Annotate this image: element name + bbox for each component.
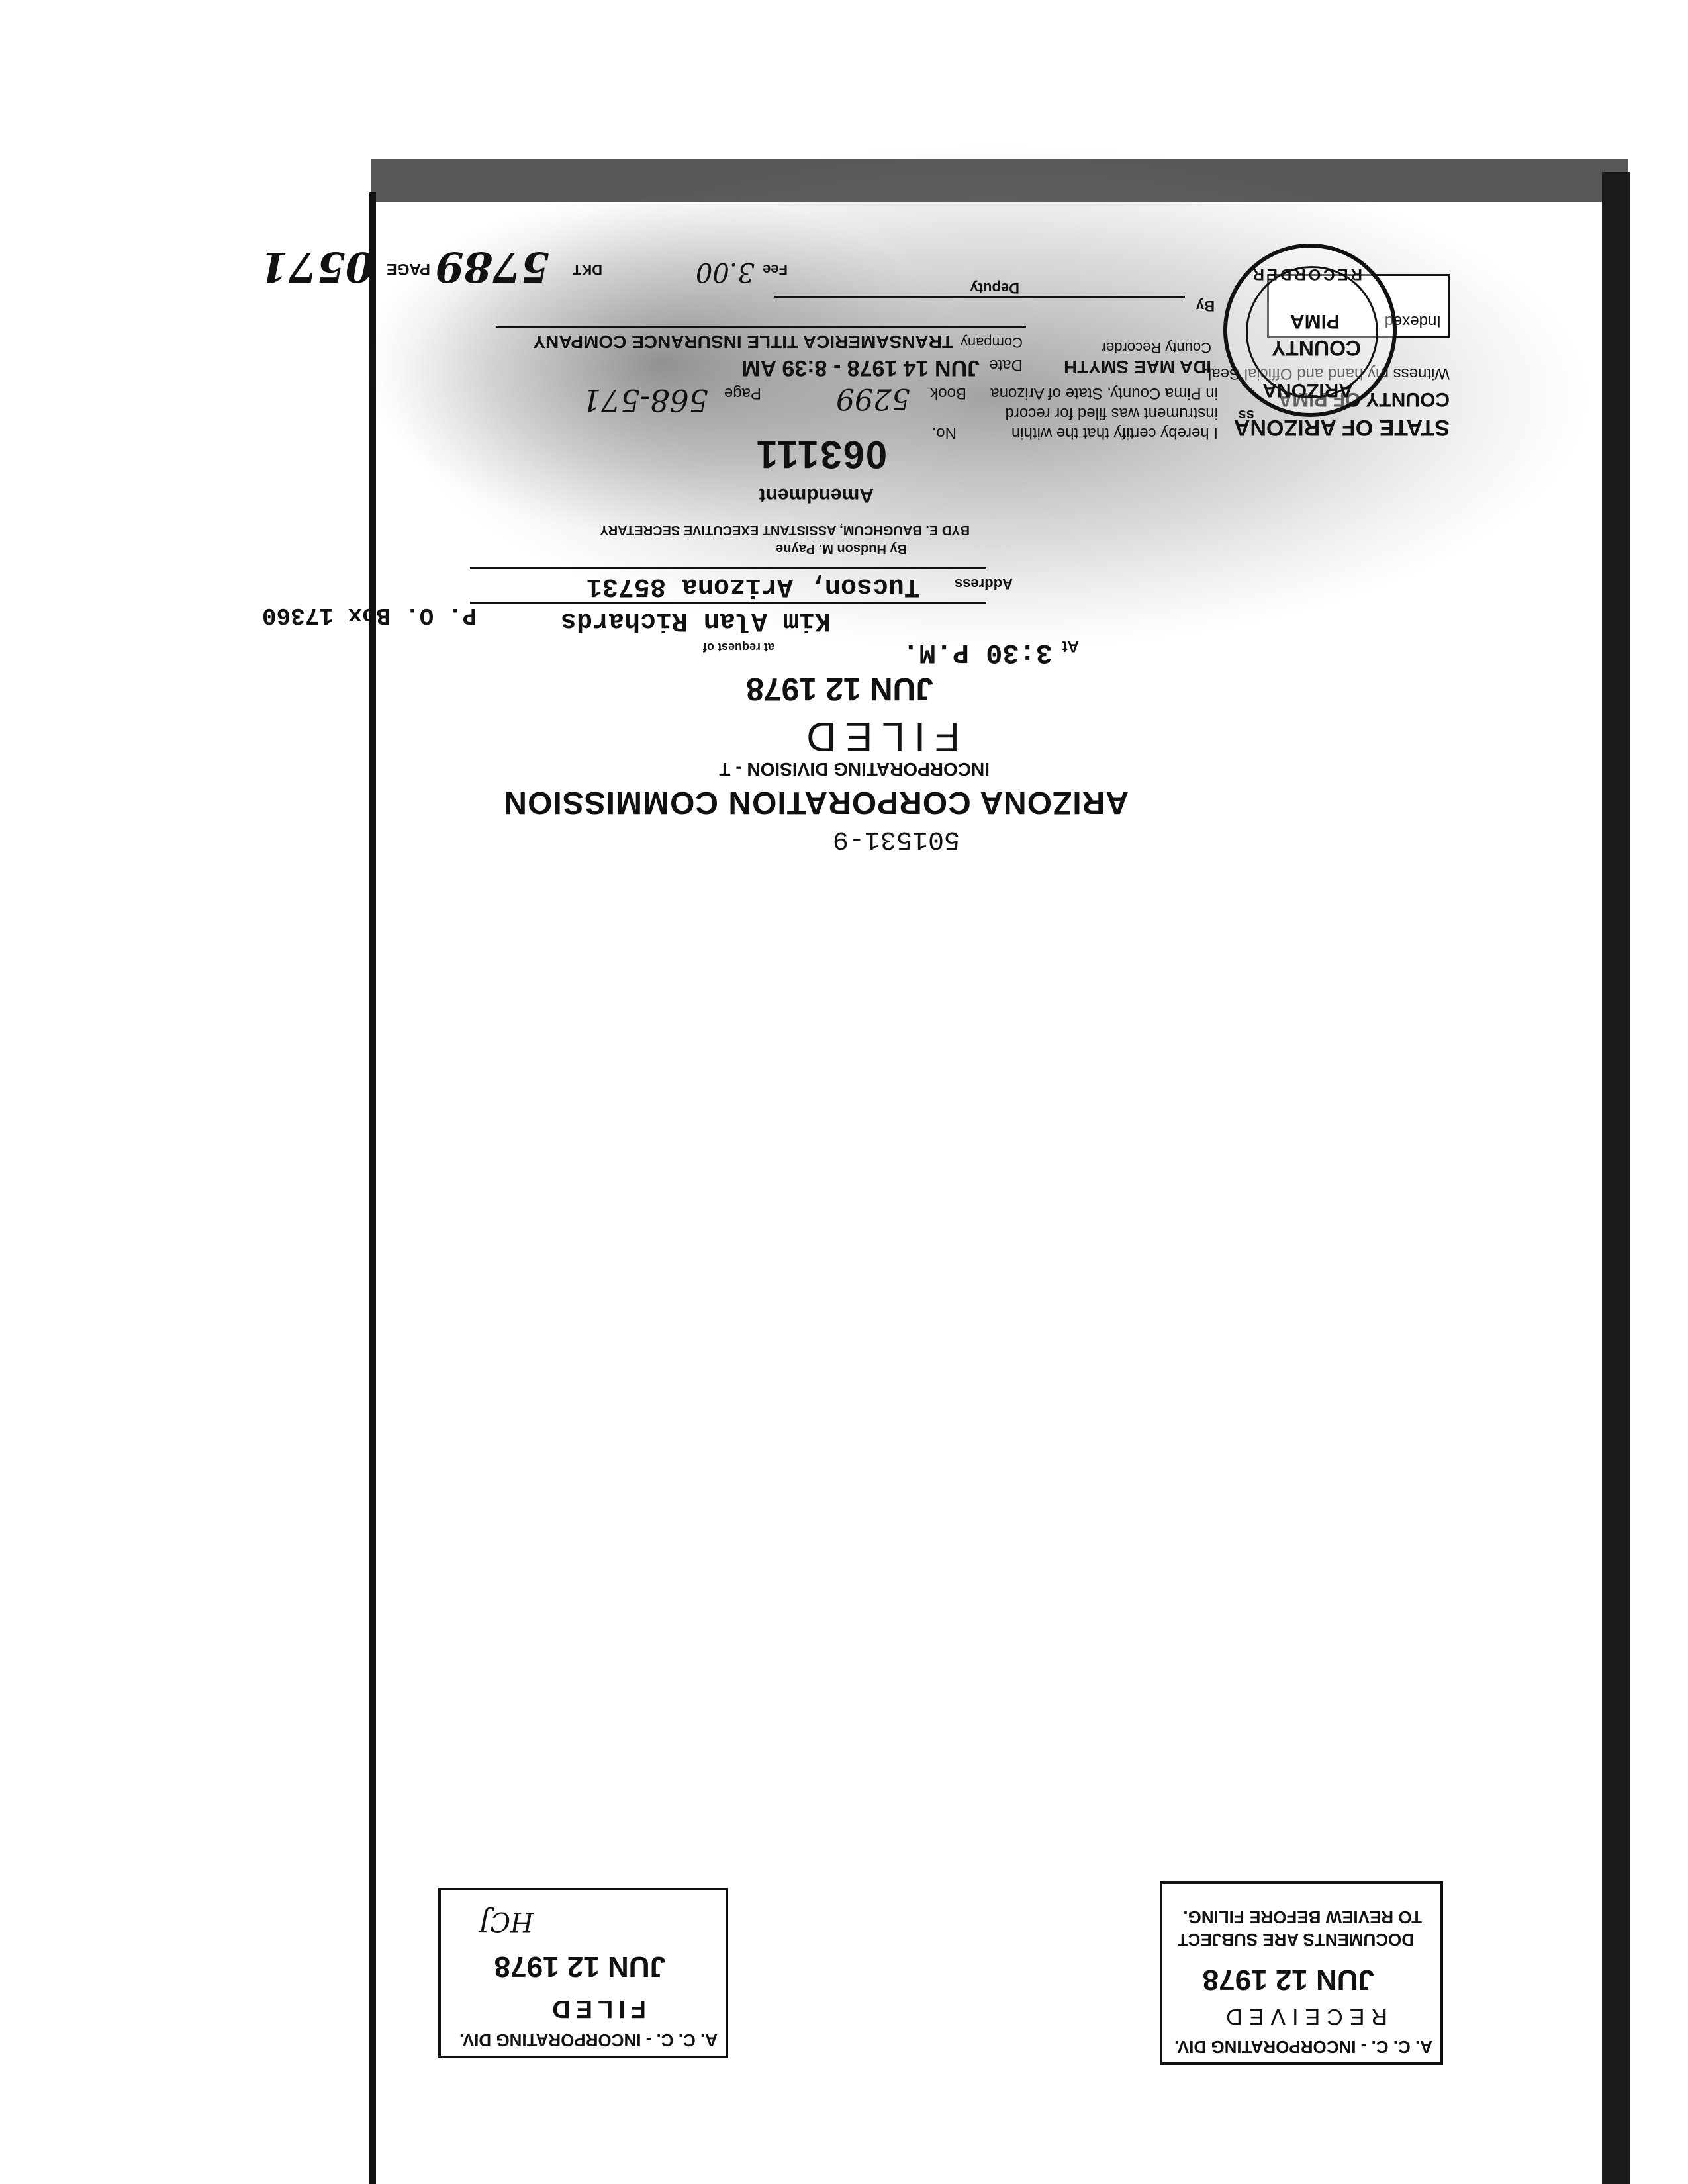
- certify-line-1: I hereby certify that the within: [1011, 424, 1218, 442]
- fee-value: 3.00: [695, 257, 755, 287]
- record-number: 063111: [755, 433, 887, 476]
- filed-time: 3:30 P.M.: [902, 637, 1053, 668]
- docket-label: DKT: [572, 261, 602, 278]
- time-prefix: At: [1062, 637, 1079, 655]
- received-note-1: DOCUMENTS ARE SUBJECT: [1177, 1930, 1414, 1950]
- seal-middle-text-2: PIMA: [1290, 310, 1340, 332]
- filing-number: 501531-9: [832, 824, 960, 854]
- received-stamp: A. C. C. - INCORPORATING DIV. RECEIVED J…: [1160, 1881, 1443, 2065]
- fee-label: Fee: [763, 261, 788, 278]
- date-label: Date: [989, 356, 1023, 374]
- docket-page-label: PAGE: [386, 260, 430, 278]
- book-value: 5299: [836, 382, 910, 416]
- by-line-1: By Hudson M. Payne: [776, 541, 907, 556]
- docket-page: 0571: [259, 243, 374, 291]
- address-label: Address: [954, 576, 1013, 592]
- filed-stamp-status: FILED: [547, 1995, 646, 2023]
- request-label: at request of: [702, 641, 774, 654]
- by-label: By: [1196, 298, 1215, 314]
- filed-stamp: A. C. C. - INCORPORATING DIV. FILED JUN …: [438, 1888, 728, 2058]
- by-line-2: BYD E. BAUGHCUM, ASSISTANT EXECUTIVE SEC…: [600, 523, 970, 537]
- certify-line-3: in Pima County, State of Arizona: [990, 385, 1218, 402]
- filed-word: FILED: [797, 713, 960, 759]
- certify-line-2: instrument was filed for record: [1005, 404, 1218, 422]
- docket-number: 5789: [435, 243, 549, 291]
- filed-stamp-initials: HCJ: [479, 1906, 534, 1936]
- commission-name: ARIZONA CORPORATION COMMISSION: [503, 785, 1129, 820]
- page-value: 568-571: [581, 383, 708, 418]
- recorder-name: IDA MAE SMYTH: [1064, 357, 1211, 377]
- recorder-seal: ARIZONA COUNTY PIMA RECORDER: [1223, 244, 1397, 417]
- recorder-title: County Recorder: [1101, 340, 1211, 356]
- recording-date: JUN 14 1978 - 8:39 AM: [741, 355, 980, 381]
- company-underline: [496, 326, 1026, 328]
- filed-date: JUN 12 1978: [746, 671, 933, 706]
- seal-ring-text: RECORDER: [1250, 265, 1362, 283]
- address-street: P. O. Box 17360: [261, 602, 477, 629]
- seal-middle-text-1: COUNTY: [1271, 336, 1361, 360]
- no-label: No.: [931, 424, 957, 442]
- state-label: STATE OF ARIZONA: [1233, 415, 1450, 440]
- filed-stamp-header: A. C. C. - INCORPORATING DIV.: [459, 2030, 718, 2050]
- filed-stamp-date: JUN 12 1978: [494, 1950, 666, 1983]
- page-label: Page: [724, 385, 761, 402]
- signature-line: [774, 296, 1185, 298]
- ss-label: ss: [1238, 407, 1254, 424]
- commission-division: INCORPORATING DIVISION - T: [719, 759, 990, 780]
- received-header: A. C. C. - INCORPORATING DIV.: [1174, 2037, 1432, 2057]
- requester-underline: [470, 602, 986, 604]
- right-edge-bar: [1602, 172, 1630, 2184]
- received-status: RECEIVED: [1219, 2004, 1387, 2029]
- document-type: Amendment: [759, 484, 874, 506]
- received-date: JUN 12 1978: [1202, 1964, 1374, 1996]
- deputy-label: Deputy: [970, 280, 1019, 296]
- received-note-2: TO REVIEW BEFORE FILING.: [1183, 1907, 1422, 1927]
- book-label: Book: [930, 385, 966, 402]
- address-underline: [470, 567, 986, 569]
- company-name: TRANSAMERICA TITLE INSURANCE COMPANY: [533, 332, 953, 352]
- left-smudge: [364, 192, 960, 536]
- requester-name: Kim Alan Richards: [560, 606, 831, 635]
- company-label: Company: [960, 334, 1023, 351]
- address-city: Tucson, Arizona 85731: [586, 571, 920, 601]
- seal-top-text: ARIZONA: [1262, 379, 1353, 401]
- left-edge-line: [369, 192, 376, 2184]
